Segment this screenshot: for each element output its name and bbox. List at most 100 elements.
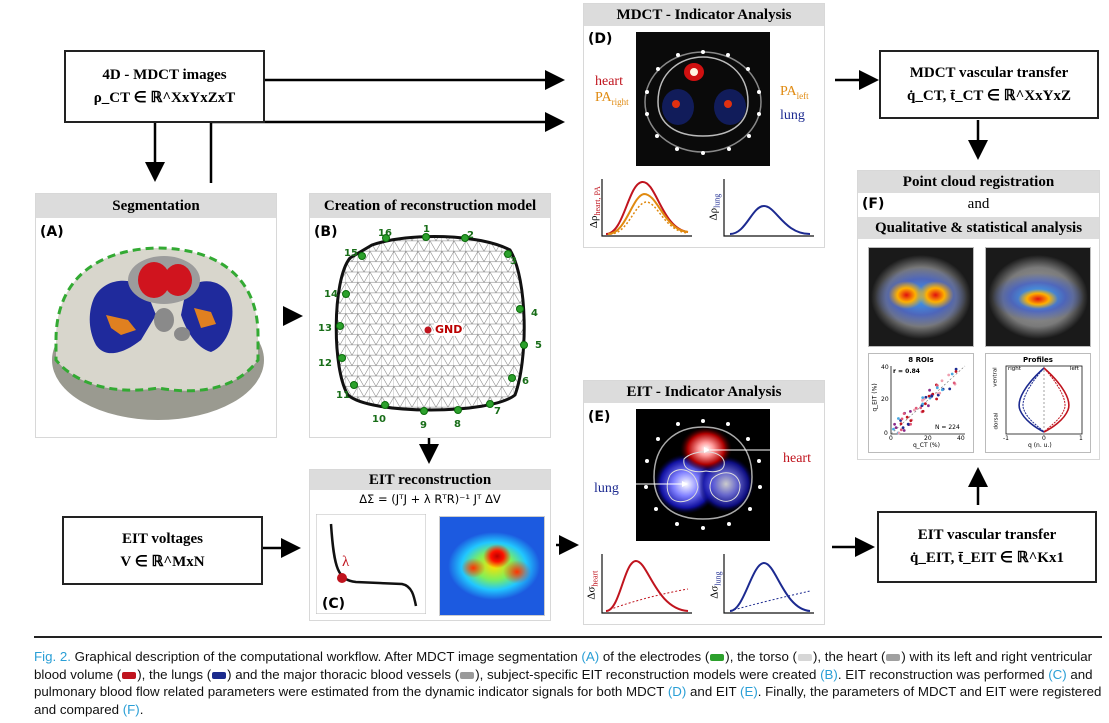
panel-letter-e: (E)	[588, 409, 611, 425]
caption-text: ) and the major thoracic blood vessels (	[227, 666, 460, 682]
eit-ylabel-right: Δσlung	[709, 571, 723, 598]
eit-ylabel-left-sub: heart	[590, 570, 600, 587]
scatter-point	[952, 381, 956, 385]
electrode-number: 6	[522, 376, 529, 387]
scatter-point	[892, 427, 895, 431]
electrode-number: 5	[535, 340, 542, 351]
registration-title: Point cloud registration	[858, 171, 1099, 193]
caption-ref-e[interactable]: (E)	[740, 684, 758, 700]
reconstruction-model-panel: Creation of reconstruction model (B) GND	[309, 193, 551, 438]
segmentation-title: Segmentation	[36, 194, 276, 218]
eit-vascular-title: EIT vascular transfer	[917, 527, 1057, 543]
scatter-point	[921, 402, 925, 406]
caption-ref-b[interactable]: (B)	[820, 666, 838, 682]
scatter-point	[935, 386, 939, 390]
eit-ylabel-right-main: Δσ	[708, 585, 721, 599]
ct-overlay-eit	[868, 247, 974, 347]
scatter-point	[930, 394, 934, 398]
eit-image	[439, 516, 545, 616]
mdct-label-pa-right: PAright	[595, 90, 629, 107]
scatter-axes	[890, 365, 966, 435]
mdct-label-pa-right-sub: right	[611, 96, 629, 107]
scatter-point	[905, 415, 909, 419]
caption-text: . EIT reconstruction was performed	[837, 666, 1049, 682]
scatter-point	[902, 429, 906, 432]
reconstruction-equation: ΔΣ = (JᵀJ + λ RᵀR)⁻¹ Jᵀ ΔV	[359, 492, 501, 506]
profiles-right-label: right	[1008, 366, 1021, 372]
l-curve-plot	[316, 514, 426, 614]
caption-text: ) with its left and right ventricular bl…	[34, 649, 1093, 682]
electrode-number: 3	[510, 256, 517, 267]
figure-caption: Fig. 2. Graphical description of the com…	[34, 636, 1102, 718]
profiles-title: Profiles	[1023, 356, 1053, 364]
scatter-ytick: 20	[881, 396, 889, 403]
scatter-point	[924, 402, 927, 406]
caption-ref-d[interactable]: (D)	[667, 684, 687, 700]
eit-reconstruction-panel: EIT reconstruction ΔΣ = (JᵀJ + λ RᵀR)⁻¹ …	[309, 469, 551, 621]
heart-swatch	[886, 653, 901, 661]
registration-and: and	[967, 196, 990, 212]
scatter-ytick: 40	[881, 364, 889, 371]
eit-indicator-panel: EIT - Indicator Analysis (E)	[583, 380, 825, 625]
registration-subtitle: Qualitative & statistical analysis	[858, 217, 1099, 239]
eit-label-heart: heart	[783, 451, 811, 466]
panel-letter-c: (C)	[322, 596, 346, 612]
profiles-xtick: 1	[1079, 435, 1083, 442]
caption-text: ), subject-specific EIT reconstruction m…	[475, 666, 821, 682]
caption-text: of the electrodes (	[599, 649, 710, 664]
scatter-point	[928, 388, 931, 392]
eit-vascular-box: EIT vascular transfer q̇_EIT, t̄_EIT ∈ ℝ…	[877, 511, 1097, 583]
caption-ref-a[interactable]: (A)	[581, 649, 600, 664]
scatter-xtick: 0	[889, 435, 893, 442]
caption-text: and EIT	[686, 684, 741, 700]
scatter-point	[902, 412, 906, 415]
eit-voltages-title: EIT voltages	[122, 530, 203, 547]
profiles-ventral-label: ventral	[992, 367, 999, 387]
scatter-point	[897, 431, 901, 435]
scatter-point	[901, 426, 905, 430]
registration-panel: Point cloud registration and (F) Qualita…	[857, 170, 1100, 460]
scatter-point	[894, 426, 898, 429]
scatter-r: r = 0.84	[893, 368, 920, 375]
lambda-label: λ	[342, 554, 350, 570]
electrode-number: 12	[318, 358, 332, 369]
scatter-point	[909, 422, 912, 426]
eit-vascular-formula: q̇_EIT, t̄_EIT ∈ ℝ^Kx1	[910, 550, 1064, 566]
mdct-vascular-formula: q̇_CT, t̄_CT ∈ ℝ^XxYxZ	[907, 87, 1071, 104]
scatter-point	[899, 428, 903, 432]
scatter-point	[948, 387, 952, 391]
scatter-point	[921, 409, 925, 413]
caption-ref-c[interactable]: (C)	[1048, 666, 1067, 682]
mdct-images-title: 4D - MDCT images	[102, 66, 227, 83]
panel-letter-b: (B)	[314, 224, 338, 240]
scatter-xlabel: q_CT (%)	[913, 442, 940, 449]
electrode-number: 9	[420, 420, 427, 431]
caption-fig-label: Fig. 2.	[34, 649, 71, 664]
segmentation-image	[52, 246, 264, 420]
scatter-point	[950, 372, 954, 376]
scatter-point	[935, 384, 939, 387]
eit-voltages-box: EIT voltages V ∈ ℝ^MxN	[62, 516, 263, 585]
mdct-label-pa-left: PAleft	[780, 84, 809, 101]
electrode-number: 15	[344, 248, 358, 259]
mdct-curves	[601, 179, 814, 237]
caption-ref-f[interactable]: (F)	[122, 701, 140, 717]
scatter-point	[909, 410, 912, 413]
profiles-plot: Profiles right left ventral dorsal -1 0 …	[985, 353, 1091, 453]
scatter-point	[940, 379, 944, 383]
blood-volume-swatch	[122, 671, 137, 679]
electrode-number: 13	[318, 323, 332, 334]
scatter-point	[899, 422, 903, 426]
mdct-images-box: 4D - MDCT images ρ_CT ∈ ℝ^XxYxZxT	[64, 50, 265, 123]
mdct-ylabel-left-main: Δρ	[587, 215, 600, 229]
scatter-point	[940, 388, 944, 392]
electrode-number: 4	[531, 308, 538, 319]
eit-indicator-title: EIT - Indicator Analysis	[584, 381, 824, 403]
electrode-number: 10	[372, 414, 386, 425]
mdct-label-pa-left-sub: left	[796, 90, 809, 101]
mdct-vascular-title: MDCT vascular transfer	[909, 64, 1069, 81]
eit-indicator-image	[636, 409, 770, 541]
scatter-xtick: 20	[924, 435, 932, 442]
scatter-point	[900, 417, 904, 421]
